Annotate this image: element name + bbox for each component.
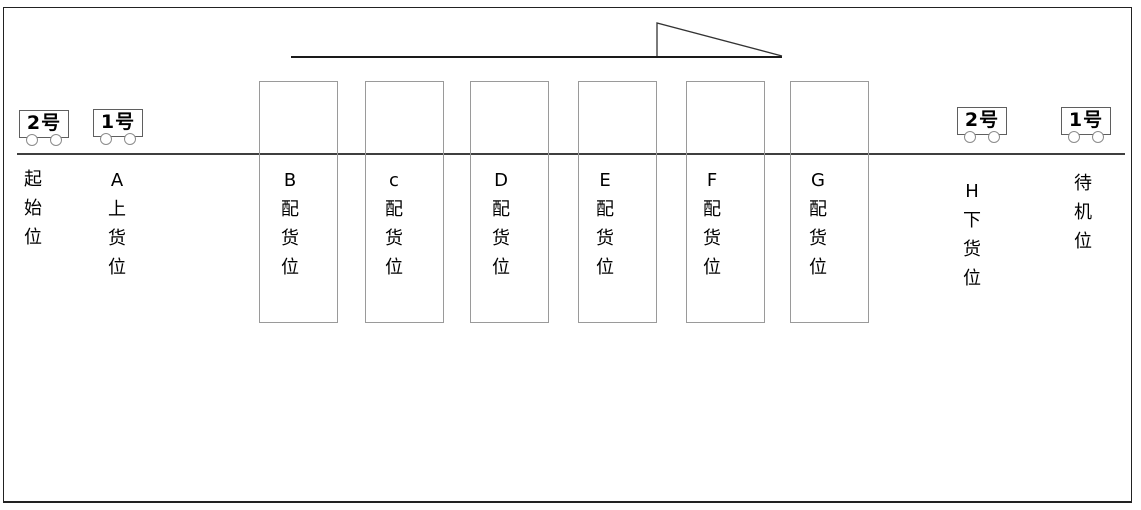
cart-label: 2号 [964,109,1000,131]
station-label-h: H 下 货 位 [963,181,981,289]
station-label-e: E 配 货 位 [596,170,614,278]
station-box-e [578,81,657,323]
cart-label: 1号 [100,111,136,133]
station-box-c [365,81,444,323]
station-label-g: G 配 货 位 [809,170,827,278]
station-label-b: B 配 货 位 [281,170,299,278]
station-label-a: A 上 货 位 [108,170,126,278]
cart-left-1: 1号 [93,109,143,145]
cart-wheel-icon [26,134,38,146]
cart-label: 2号 [26,112,62,134]
cart-wheel-icon [50,134,62,146]
station-box-g [790,81,869,323]
station-box-b [259,81,338,323]
cart-label: 1号 [1068,109,1104,131]
drawing-frame [3,7,1132,503]
cart-wheel-icon [988,131,1000,143]
station-box-d [470,81,549,323]
cart-wheel-icon [1092,131,1104,143]
station-label-standby: 待 机 位 [1074,173,1092,252]
station-label-d: D 配 货 位 [492,170,510,278]
track-line [17,153,1125,155]
cart-wheel-icon [100,133,112,145]
cart-right-2: 2号 [957,107,1007,143]
cart-wheel-icon [1068,131,1080,143]
station-box-f [686,81,765,323]
cart-left-2: 2号 [19,110,69,146]
cart-wheel-icon [124,133,136,145]
station-label-f: F 配 货 位 [703,170,721,278]
station-label-c: c 配 货 位 [385,170,403,278]
cart-wheel-icon [964,131,976,143]
cart-right-1: 1号 [1061,107,1111,143]
station-label-start: 起 始 位 [24,169,42,248]
